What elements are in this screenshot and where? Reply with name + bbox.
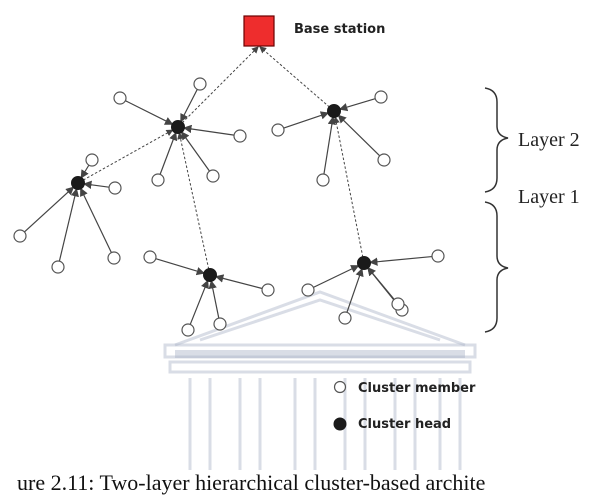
cluster-member-node — [374, 90, 388, 104]
network-nodes — [13, 77, 445, 337]
member-link-a-3 — [159, 131, 178, 175]
cluster-member-node — [108, 181, 122, 195]
cluster-head-node — [357, 256, 371, 270]
cluster-member-node — [316, 173, 330, 187]
member-link-d-2 — [208, 280, 220, 319]
cluster-head-node — [71, 176, 85, 190]
cluster-member-node — [181, 323, 195, 337]
member-link-c-3 — [80, 187, 112, 253]
cluster-member-node — [113, 91, 127, 105]
watermark-architrave — [168, 360, 472, 374]
cluster-member-node — [85, 153, 99, 167]
cluster-member-node — [271, 123, 285, 137]
member-link-d-3 — [214, 274, 263, 290]
member-link-a-0 — [125, 100, 174, 125]
watermark-frieze — [163, 343, 477, 359]
legend-head-label: Cluster head — [358, 417, 451, 432]
cluster-member-node — [338, 311, 352, 325]
member-link-c-1 — [83, 180, 110, 189]
member-link-b-1 — [338, 98, 376, 112]
legend-head-icon — [333, 417, 347, 431]
member-link-e-0 — [313, 265, 360, 288]
cluster-member-node — [193, 77, 207, 91]
uplink-e — [332, 116, 364, 258]
member-link-e-4 — [367, 266, 395, 300]
legend-member-icon — [333, 380, 347, 394]
cluster-member-node — [107, 251, 121, 265]
member-link-b-0 — [283, 111, 330, 129]
member-link-c-2 — [58, 188, 79, 262]
watermark-pediment-inner — [199, 298, 441, 342]
cluster-head-node — [327, 104, 341, 118]
cluster-member-node — [213, 317, 227, 331]
member-link-c-0 — [24, 186, 75, 233]
cluster-member-node — [143, 250, 157, 264]
member-link-a-1 — [183, 124, 235, 136]
uplink-b — [259, 46, 330, 108]
cluster-head-node — [203, 268, 217, 282]
cluster-member-node — [431, 249, 445, 263]
cluster-member-node — [151, 173, 165, 187]
cluster-member-node — [233, 129, 247, 143]
base-station-label: Base station — [294, 22, 385, 37]
layer2-label: Layer 2 — [518, 129, 580, 151]
cluster-member-node — [51, 260, 65, 274]
cluster-member-node — [377, 153, 391, 167]
figure-caption: ure 2.11: Two-layer hierarchical cluster… — [17, 470, 485, 495]
cluster-member-node — [261, 283, 275, 297]
member-link-b-2 — [323, 116, 337, 175]
member-link-a-4 — [180, 89, 198, 123]
member-link-a-2 — [180, 131, 211, 172]
cluster-member-node — [301, 283, 315, 297]
legend-member-label: Cluster member — [358, 381, 476, 396]
member-link-e-3 — [369, 255, 433, 266]
member-link-e-1 — [346, 267, 364, 313]
cluster-member-node — [391, 297, 405, 311]
member-link-b-3 — [337, 114, 381, 157]
uplink-c — [82, 129, 174, 181]
layer1-brace — [484, 201, 509, 333]
layer2-brace — [484, 87, 509, 193]
member-link-d-1 — [189, 279, 209, 325]
member-link-c-4 — [80, 164, 90, 179]
cluster-member-node — [13, 229, 27, 243]
base-station-icon — [243, 15, 275, 47]
member-link-d-0 — [155, 258, 206, 276]
network-links — [24, 46, 433, 325]
uplink-d — [177, 132, 210, 270]
watermark-frieze-fill — [175, 350, 465, 358]
watermark-logo — [163, 290, 477, 470]
layer1-label: Layer 1 — [518, 186, 580, 208]
cluster-head-node — [171, 120, 185, 134]
cluster-member-node — [206, 169, 220, 183]
